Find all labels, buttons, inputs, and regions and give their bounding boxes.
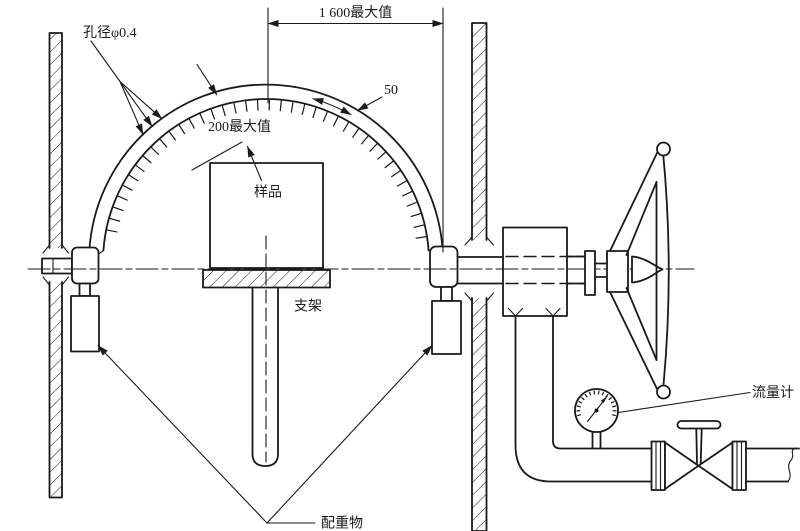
right-wall (464, 22, 495, 531)
right-pivot-assembly (429, 245, 462, 355)
spindle-cone (631, 255, 664, 284)
pipe-joint-marks (507, 307, 561, 317)
sample-max-leader (191, 141, 263, 182)
right-wall-break-marks (464, 236, 495, 302)
spindle-flange (584, 250, 596, 296)
handwheel-top-knob (656, 141, 671, 157)
gate-valve (650, 420, 747, 491)
label-arc-spacing: 50 (384, 83, 398, 98)
left-pivot-assembly (41, 246, 100, 353)
dimension-1600 (267, 7, 444, 253)
valve-body (502, 226, 568, 317)
sample-box (209, 162, 324, 269)
label-sample: 样品 (254, 185, 282, 201)
left-wall (42, 32, 70, 499)
label-flow-meter: 流量计 (752, 385, 794, 401)
label-counterweight: 配重物 (321, 516, 363, 531)
nozzle-pipe (449, 256, 507, 285)
handwheel (609, 141, 671, 400)
valve-handle-bar (676, 420, 722, 430)
down-pipe (507, 307, 653, 483)
left-wall-break-marks (42, 244, 70, 286)
valve-right-flange (731, 440, 747, 491)
flow-meter-leader (617, 391, 751, 414)
right-hanger (440, 286, 453, 302)
valve-left-flange (650, 440, 666, 491)
right-pivot-block (429, 245, 459, 288)
outlet-pipe (745, 447, 800, 483)
left-hanger (78, 282, 91, 297)
left-pivot-block (71, 246, 100, 285)
valve-handle (676, 420, 722, 465)
arc-spacing-dimension (312, 96, 383, 116)
flow-gauge (574, 388, 619, 450)
label-span-max: 1 600最大值 (319, 5, 393, 21)
support-column (251, 286, 279, 467)
hole-diameter-leaders (90, 40, 218, 136)
pipe-break-mark (787, 447, 796, 483)
handwheel-rim (662, 151, 670, 391)
arc-tick-marks (106, 99, 428, 239)
left-stub-pipe (41, 257, 73, 275)
handwheel-hub (606, 250, 629, 293)
right-counterweight (431, 300, 462, 355)
spindle-assembly (566, 250, 664, 296)
handwheel-bottom-knob (656, 384, 671, 400)
left-counterweight (70, 295, 100, 353)
label-support: 支架 (294, 299, 322, 315)
label-sample-max: 200最大值 (208, 119, 271, 135)
counterweight-leaders (97, 344, 433, 524)
label-hole-diameter: 孔径φ0.4 (83, 25, 137, 41)
